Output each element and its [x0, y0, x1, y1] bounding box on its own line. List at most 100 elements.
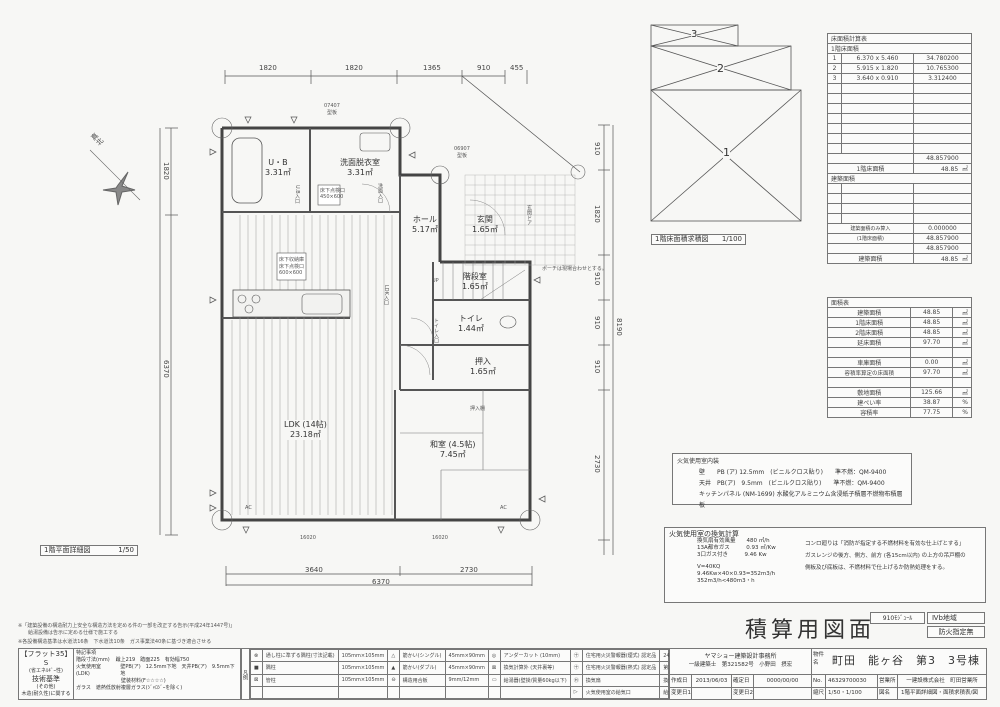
legend-row: ⊗通し柱に準ずる隅柱(寸法記載)105mm×105mm△筋かい(シングル)45m…: [250, 648, 720, 663]
floor-area-total-value: 48.85: [940, 166, 959, 173]
oshiire-back-label: 押入棚: [470, 406, 486, 412]
ventilation-box: 火気使用室の換気計算 換気扇有効風量 480 ㎥/h 13A都市ガス 0.93 …: [664, 527, 986, 603]
legend-block: 凡例 ⊗通し柱に準ずる隅柱(寸法記載)105mm×105mm△筋かい(シングル)…: [241, 648, 720, 700]
ub-door-label: U.B入口: [294, 185, 300, 204]
office-name: ヤマショー建築設計事務所: [704, 653, 777, 660]
dim-bottom-inner-1: 16020: [300, 535, 316, 541]
plan-caption-title: 1階平面詳細図: [44, 546, 91, 554]
dim-right-3: 910: [593, 272, 601, 286]
spec-block: 【フラット35】S (省エネﾙｷﾞｰ性) 技術基準 (その他) 木造(耐久性)に…: [18, 648, 241, 700]
floor-area-subtotal: 48.857900: [912, 153, 973, 164]
dim-right-total: 8190: [615, 318, 623, 336]
floor-area-section: 1階床面積: [827, 43, 972, 54]
note-2: ※各設備構造基準は水道法16条 下水道法10条 ガス事業法40条に基づき適合させ…: [18, 639, 212, 645]
confirmed-date: 0000/00/00: [754, 675, 812, 687]
fire-finish-box: 火気使用室内装 壁 PB (ア) 12.5mm (ビニルクロス貼り) 準不燃：Q…: [672, 453, 912, 509]
dim-top-4: 910: [477, 64, 491, 72]
module-badge: 910ﾓｼﾞｭｰﾙ: [870, 612, 925, 624]
project-no: 46329700030: [826, 675, 878, 687]
dim-bottom-total: 6370: [372, 578, 390, 586]
building-area-section: 建築面積: [827, 173, 972, 184]
storage-hatch-label: 床下収納庫 床下点検口 600×600: [279, 257, 305, 276]
dim-bottom-inner-2: 16020: [432, 535, 448, 541]
dim-right-2: 1820: [593, 205, 601, 223]
wash-door-label: 洗面入口: [377, 183, 383, 203]
dim-bottom-1: 3640: [305, 566, 323, 574]
ventilation-title: 火気使用室の換気計算: [669, 530, 739, 538]
zone-badge: Ⅳb地域: [927, 612, 985, 624]
ac-label-left: AC: [245, 505, 252, 511]
area-block-3: 3: [691, 29, 698, 40]
area-diagram-title: 1階床面積求積図: [655, 235, 709, 243]
scale-value: 1/50・1/100: [826, 688, 878, 700]
note-1: ※「建築設備の構造耐力上安全な構造方法を定める件の一部を改正する告示(平成24年…: [18, 623, 236, 629]
dim-bottom-2: 2730: [460, 566, 478, 574]
sales-office: 一建設株式会社 町田営業所: [906, 678, 978, 684]
building-area-label: 建築面積: [827, 253, 914, 264]
toilet-door-label: トイレ入口: [433, 318, 439, 343]
created-date: 2013/06/03: [692, 675, 732, 687]
building-extra-value: 0.000000: [912, 223, 973, 234]
architect: 一級建築士 第321582号 小野田 摂宏: [688, 662, 793, 668]
dim-right-4: 910: [593, 316, 601, 330]
area-diagram: [650, 24, 802, 222]
stairs-up-label: UP: [432, 278, 439, 284]
fire-finish-title: 火気使用室内装: [677, 458, 720, 465]
ldk-door-label: LDK入口: [383, 285, 389, 305]
title-block: ヤマショー建築設計事務所 一級建築士 第321582号 小野田 摂宏 物件名 町…: [669, 648, 987, 700]
dim-top-1: 1820: [259, 64, 277, 72]
dim-right-5: 910: [593, 360, 601, 374]
note-1b: 給湯設備は告示に定める仕様で施工する: [28, 630, 119, 636]
floor-area-table-title: 床面積計算表: [827, 33, 972, 44]
ac-label-right: AC: [500, 505, 507, 511]
porch-note: ポーチは現場合わせとする。: [542, 266, 607, 272]
table-row: [826, 377, 973, 388]
dim-right-6: 2730: [593, 455, 601, 473]
fire-zone-badge: 防火指定無: [927, 626, 985, 638]
summary-table-title: 面積表: [827, 297, 972, 308]
area-diagram-caption: 1階床面積求積図 1/100: [651, 234, 746, 245]
plan-caption: 1階平面詳細図 1/50: [40, 545, 138, 556]
building-area-value: 48.85: [940, 256, 959, 263]
floor-area-total-label: 1階床面積: [827, 163, 914, 174]
dim-right-1: 910: [593, 142, 601, 156]
drawing-name: 1階平面詳細図・面積求積表/図: [901, 690, 978, 696]
entry-door-label: 玄関ドア: [526, 205, 532, 225]
dim-left-1: 1820: [162, 162, 170, 180]
dim-top-2: 1820: [345, 64, 363, 72]
floor-plan: [89, 70, 614, 586]
flat35-label: 【フラット35】S: [20, 650, 72, 667]
plan-caption-scale: 1/50: [118, 546, 134, 554]
dim-top-5: 455: [510, 64, 524, 72]
room-ldk: LDK (14帖)23.18㎡: [284, 420, 327, 440]
floor-hatch-label: 床下点検口 450×600: [320, 188, 346, 200]
legend-header: 凡例: [242, 649, 250, 699]
room-washitsu: 和室 (4.5帖)7.45㎡: [430, 440, 476, 459]
project-name: 町田 能ヶ谷 第3 3号棟: [832, 654, 980, 667]
window-label-entry: 06907 型板: [454, 146, 470, 159]
